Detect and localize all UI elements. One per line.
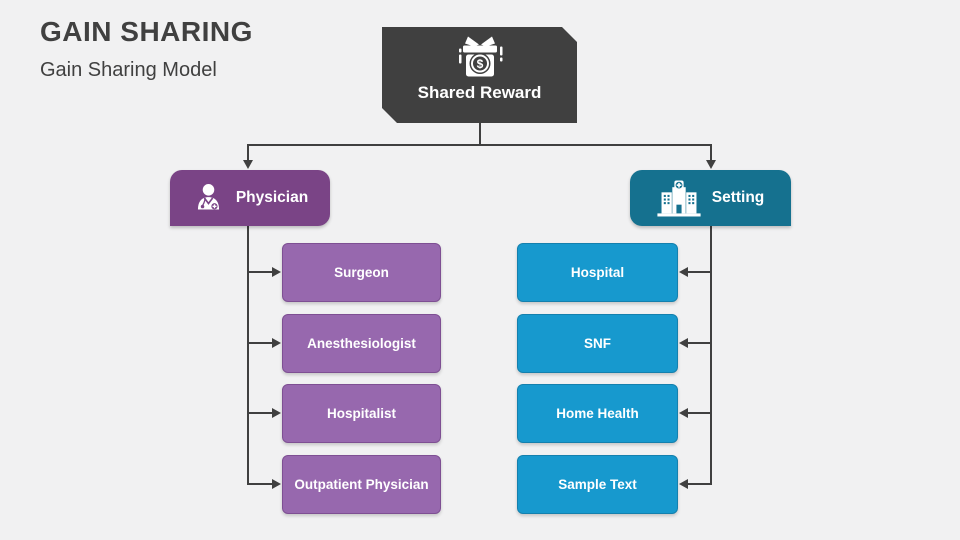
arrowhead-into-setting — [706, 160, 716, 169]
node-outpatient-physician: Outpatient Physician — [282, 455, 441, 514]
slide-title: GAIN SHARING — [40, 16, 253, 47]
arrowhead-into-hospital — [679, 267, 688, 277]
arrowhead-into-homehealth — [679, 408, 688, 418]
connector-surgeon-branch — [247, 271, 273, 273]
node-shared-reward-label: Shared Reward — [417, 83, 542, 102]
node-setting: Setting — [630, 170, 791, 226]
connector-right-drop — [710, 144, 712, 161]
node-anesthesiologist: Anesthesiologist — [282, 314, 441, 373]
connector-snf-branch — [687, 342, 712, 344]
arrowhead-into-surgeon — [272, 267, 281, 277]
connector-root-stub — [479, 123, 481, 145]
gift-dollar-icon: $ — [450, 34, 510, 81]
node-surgeon-label: Surgeon — [334, 264, 389, 280]
connector-hospital-branch — [687, 271, 712, 273]
connector-hospitalist-branch — [247, 412, 273, 414]
node-physician: Physician — [170, 170, 330, 226]
node-hospital: Hospital — [517, 243, 678, 302]
node-shared-reward: $ Shared Reward — [382, 27, 577, 123]
arrowhead-into-sampletext — [679, 479, 688, 489]
node-home-health: Home Health — [517, 384, 678, 443]
slide-subtitle: Gain Sharing Model — [40, 59, 217, 81]
node-hospital-label: Hospital — [570, 264, 625, 280]
arrowhead-into-physician — [243, 160, 253, 169]
node-surgeon: Surgeon — [282, 243, 441, 302]
arrowhead-into-anesthesiologist — [272, 338, 281, 348]
node-home-health-label: Home Health — [556, 405, 639, 421]
node-sample-text-label: Sample Text — [558, 476, 637, 492]
node-sample-text: Sample Text — [517, 455, 678, 514]
arrowhead-into-outpatient — [272, 479, 281, 489]
hospital-icon — [657, 180, 701, 216]
node-snf: SNF — [517, 314, 678, 373]
connector-anesthesiologist-branch — [247, 342, 273, 344]
node-hospitalist-label: Hospitalist — [326, 405, 396, 421]
connector-top-horizontal — [247, 144, 712, 146]
connector-sampletext-branch — [687, 483, 712, 485]
node-hospitalist: Hospitalist — [282, 384, 441, 443]
node-physician-label: Physician — [235, 189, 309, 206]
connector-outpatient-branch — [247, 483, 273, 485]
connector-left-drop — [247, 144, 249, 161]
connector-setting-spine — [710, 226, 712, 485]
node-outpatient-physician-label: Outpatient Physician — [294, 476, 429, 492]
doctor-icon — [197, 183, 219, 209]
connector-physician-spine — [247, 226, 249, 485]
svg-text:$: $ — [476, 57, 483, 71]
connector-homehealth-branch — [687, 412, 712, 414]
arrowhead-into-snf — [679, 338, 688, 348]
node-setting-label: Setting — [711, 189, 765, 206]
node-anesthesiologist-label: Anesthesiologist — [307, 335, 416, 351]
arrowhead-into-hospitalist — [272, 408, 281, 418]
node-snf-label: SNF — [584, 335, 611, 351]
